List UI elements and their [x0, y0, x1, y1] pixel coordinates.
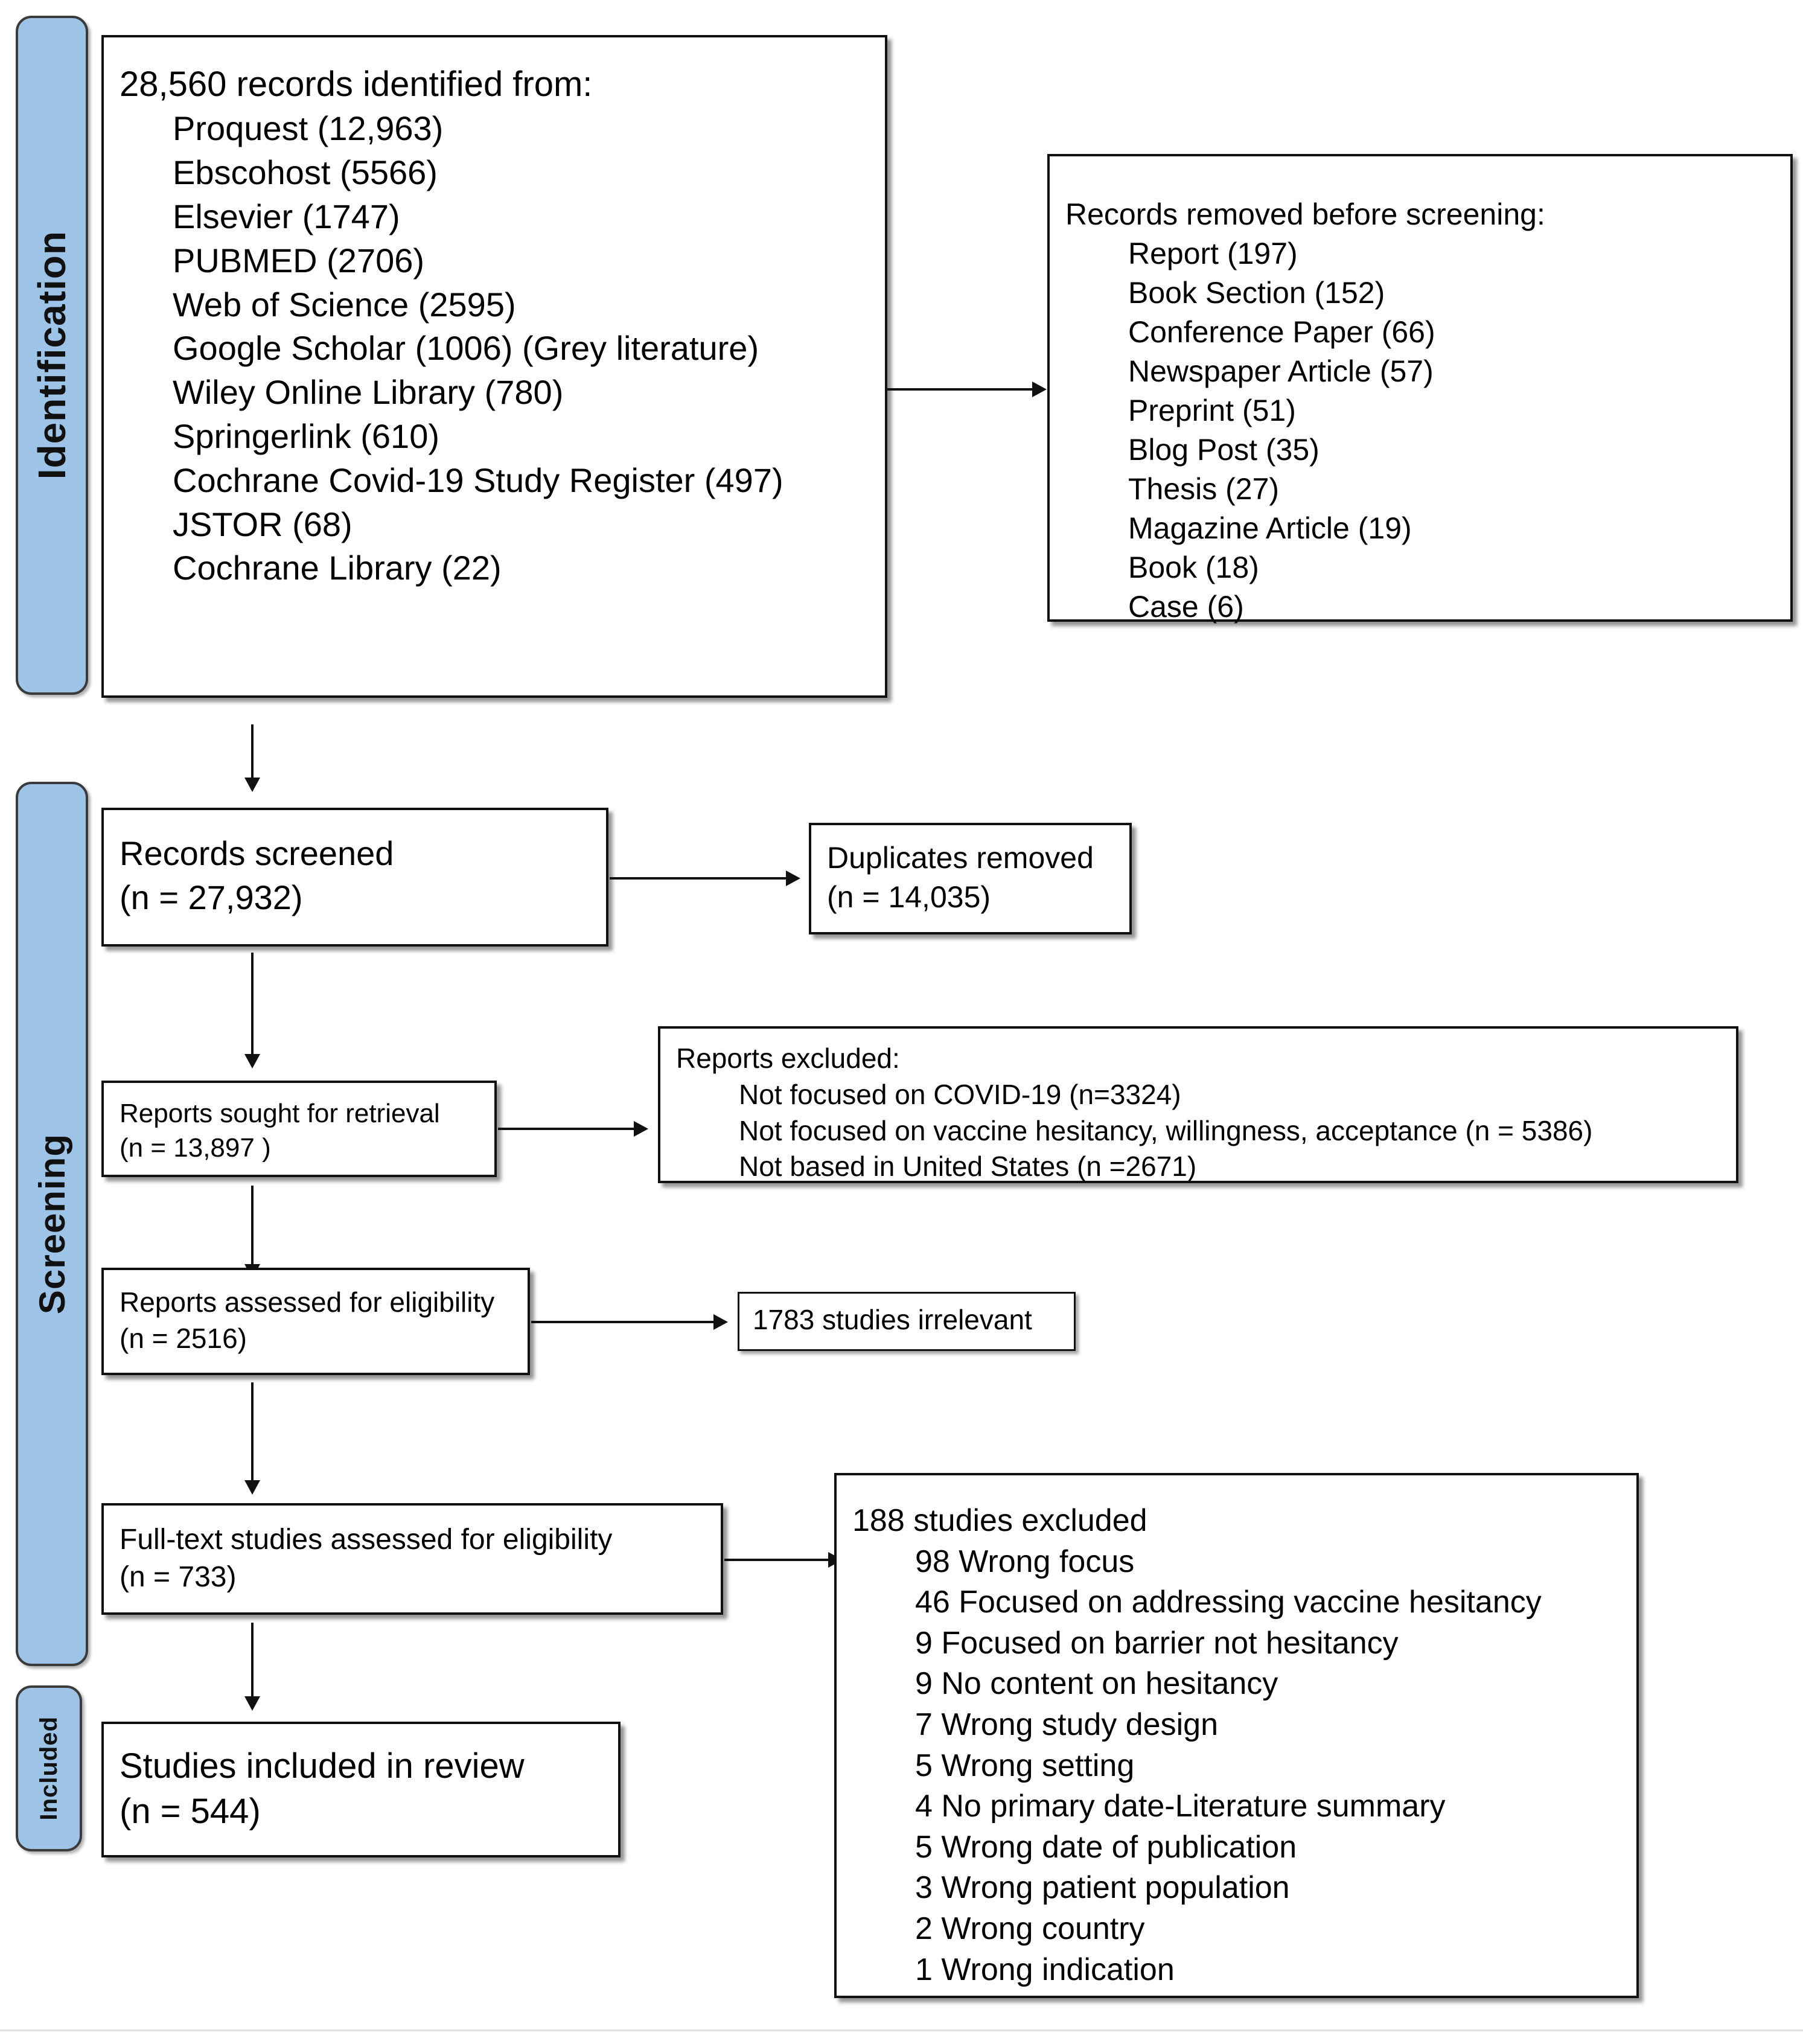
- connector-fulltext-to-excluded: [724, 1559, 833, 1561]
- identification-source: JSTOR (68): [173, 505, 353, 543]
- identification-source: Ebscohost (5566): [173, 153, 438, 192]
- records-identified-heading: 28,560 records identified from:: [120, 65, 593, 104]
- records-removed-item: Newspaper Article (57): [1128, 354, 1434, 388]
- connector-assessed-to-irrelevant: [531, 1321, 718, 1323]
- studies-excluded-item: 46 Focused on addressing vaccine hesitan…: [915, 1585, 1542, 1620]
- identification-source: Elsevier (1747): [173, 197, 400, 235]
- arrow-screened-to-sought: [244, 1054, 260, 1068]
- records-identified-box: 28,560 records identified from: Proquest…: [101, 35, 887, 698]
- arrow-assessed-to-fulltext: [244, 1480, 260, 1495]
- reports-sought-label: Reports sought for retrieval: [120, 1099, 440, 1128]
- studies-excluded-item: 3 Wrong patient population: [915, 1870, 1290, 1906]
- studies-excluded-item: 5 Wrong date of publication: [915, 1829, 1297, 1865]
- duplicates-removed-count: (n = 14,035): [827, 880, 991, 914]
- phase-label-screening: Screening: [31, 1133, 72, 1315]
- identification-source: Cochrane Covid-19 Study Register (497): [173, 461, 783, 499]
- studies-excluded-item: 4 No primary date-Literature summary: [915, 1789, 1446, 1824]
- connector-screened-to-duplicates: [610, 877, 791, 880]
- fulltext-assessed-count: (n = 733): [120, 1561, 237, 1594]
- studies-excluded-item: 7 Wrong study design: [915, 1707, 1218, 1742]
- phase-pill-screening: Screening: [16, 782, 88, 1666]
- identification-source: Wiley Online Library (780): [173, 373, 564, 412]
- studies-included-count: (n = 544): [120, 1792, 261, 1832]
- fulltext-assessed-box: Full-text studies assessed for eligibili…: [101, 1503, 723, 1615]
- reports-sought-count: (n = 13,897 ): [120, 1133, 271, 1163]
- reports-excluded-item: Not based in United States (n =2671): [739, 1151, 1197, 1183]
- reports-assessed-box: Reports assessed for eligibility (n = 25…: [101, 1268, 530, 1375]
- records-screened-box: Records screened (n = 27,932): [101, 808, 608, 947]
- phase-label-included: Included: [35, 1716, 62, 1821]
- records-removed-item: Conference Paper (66): [1128, 315, 1435, 349]
- studies-excluded-item: 2 Wrong country: [915, 1911, 1145, 1946]
- connector-sought-to-assessed: [251, 1186, 254, 1270]
- reports-assessed-label: Reports assessed for eligibility: [120, 1286, 495, 1318]
- identification-source: PUBMED (2706): [173, 241, 425, 279]
- connector-assessed-to-fulltext: [251, 1382, 254, 1485]
- reports-sought-box: Reports sought for retrieval (n = 13,897…: [101, 1081, 497, 1177]
- records-removed-item: Blog Post (35): [1128, 433, 1320, 467]
- records-screened-label: Records screened: [120, 834, 394, 872]
- studies-excluded-item: 1 Wrong indication: [915, 1952, 1175, 1987]
- phase-pill-identification: Identification: [16, 16, 88, 695]
- fulltext-assessed-label: Full-text studies assessed for eligibili…: [120, 1524, 613, 1556]
- identification-source: Cochrane Library (22): [173, 549, 502, 587]
- connector-identification-to-removed: [887, 388, 1033, 391]
- studies-irrelevant-label: 1783 studies irrelevant: [753, 1304, 1032, 1335]
- studies-irrelevant-box: 1783 studies irrelevant: [738, 1292, 1076, 1351]
- records-removed-item: Thesis (27): [1128, 472, 1280, 506]
- footer-divider: [0, 2030, 1803, 2031]
- arrow-screened-to-duplicates: [786, 870, 800, 886]
- records-removed-item: Report (197): [1128, 237, 1298, 270]
- reports-excluded-item: Not focused on COVID-19 (n=3324): [739, 1078, 1181, 1110]
- studies-included-box: Studies included in review (n = 544): [101, 1722, 621, 1857]
- studies-excluded-box: 188 studies excluded 98 Wrong focus 46 F…: [834, 1473, 1639, 1998]
- reports-assessed-count: (n = 2516): [120, 1322, 247, 1354]
- studies-excluded-item: 9 Focused on barrier not hesitancy: [915, 1625, 1399, 1661]
- duplicates-removed-label: Duplicates removed: [827, 841, 1094, 875]
- records-removed-heading: Records removed before screening:: [1065, 197, 1545, 231]
- records-removed-item: Book Section (152): [1128, 276, 1385, 310]
- connector-screened-to-sought: [251, 953, 254, 1060]
- identification-source: Web of Science (2595): [173, 285, 516, 324]
- records-removed-item: Magazine Article (19): [1128, 511, 1412, 545]
- arrow-assessed-to-irrelevant: [713, 1314, 728, 1330]
- records-removed-item: Preprint (51): [1128, 394, 1296, 427]
- identification-source: Springerlink (610): [173, 417, 439, 455]
- records-removed-box: Records removed before screening: Report…: [1047, 154, 1793, 624]
- connector-identification-to-screened: [251, 724, 254, 784]
- records-removed-item: Book (18): [1128, 551, 1259, 584]
- reports-excluded-item: Not focused on vaccine hesitancy, willin…: [739, 1114, 1593, 1146]
- phase-label-identification: Identification: [30, 231, 74, 480]
- arrow-fulltext-to-included: [244, 1696, 260, 1711]
- studies-excluded-item: 9 No content on hesitancy: [915, 1666, 1278, 1702]
- arrow-sought-to-excluded: [634, 1121, 648, 1137]
- studies-excluded-item: 98 Wrong focus: [915, 1544, 1135, 1579]
- identification-source: Proquest (12,963): [173, 109, 444, 148]
- arrow-identification-to-removed: [1032, 382, 1047, 397]
- connector-fulltext-to-included: [251, 1623, 254, 1701]
- reports-excluded-heading: Reports excluded:: [676, 1043, 900, 1074]
- connector-sought-to-excluded: [498, 1128, 638, 1130]
- identification-source: Google Scholar (1006) (Grey literature): [173, 329, 759, 368]
- studies-included-label: Studies included in review: [120, 1746, 525, 1786]
- arrow-identification-to-screened: [244, 778, 260, 792]
- duplicates-removed-box: Duplicates removed (n = 14,035): [809, 823, 1132, 934]
- studies-excluded-item: 5 Wrong setting: [915, 1748, 1135, 1783]
- records-screened-count: (n = 27,932): [120, 878, 303, 916]
- reports-excluded-box: Reports excluded: Not focused on COVID-1…: [658, 1026, 1738, 1183]
- records-removed-item: Case (6): [1128, 590, 1244, 624]
- studies-excluded-heading: 188 studies excluded: [852, 1503, 1147, 1538]
- phase-pill-included: Included: [16, 1685, 82, 1851]
